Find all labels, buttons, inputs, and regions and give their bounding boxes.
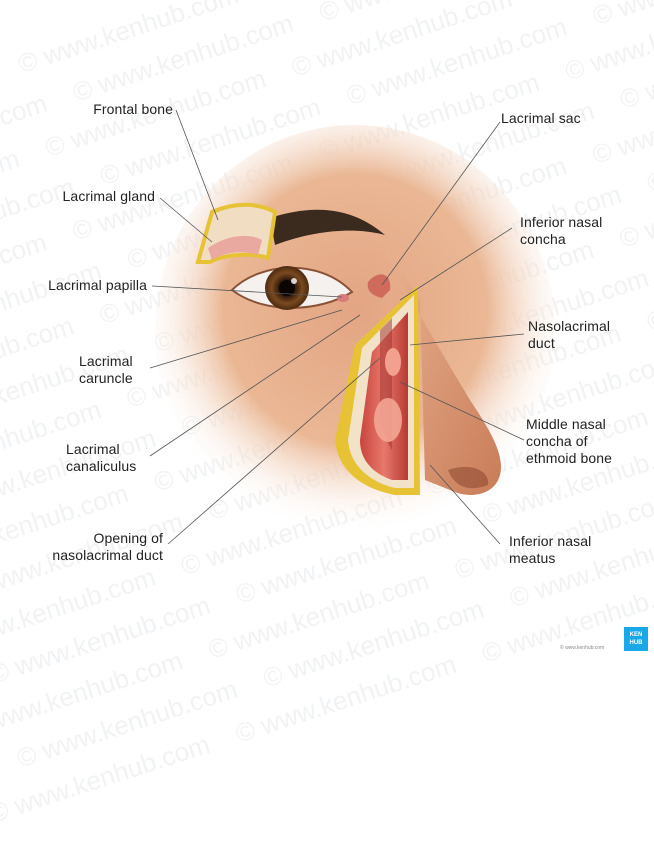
eye-highlight: [291, 278, 297, 284]
label-inferior-nasal-meatus: Inferior nasal meatus: [509, 533, 649, 567]
label-middle-nasal-concha: Middle nasal concha of ethmoid bone: [526, 416, 652, 467]
middle-concha-shape: [374, 398, 402, 442]
label-lacrimal-sac: Lacrimal sac: [501, 110, 641, 127]
label-lacrimal-papilla: Lacrimal papilla: [10, 277, 147, 294]
diagram-stage: © www.kenhub.com © www.kenhub.com © www.…: [0, 0, 654, 661]
copyright-text: © www.kenhub.com: [560, 645, 604, 651]
inferior-concha-shape: [385, 348, 401, 376]
label-lacrimal-canaliculus: Lacrimal canaliculus: [66, 441, 166, 475]
label-frontal-bone: Frontal bone: [40, 101, 173, 118]
label-nasolacrimal-duct: Nasolacrimal duct: [528, 318, 652, 352]
leader-frontal-bone: [176, 110, 218, 220]
caruncle-shape: [337, 294, 349, 302]
kenhub-logo[interactable]: KEN HUB: [624, 627, 648, 651]
label-lacrimal-gland: Lacrimal gland: [20, 188, 155, 205]
label-inferior-nasal-concha: Inferior nasal concha: [520, 214, 650, 248]
label-lacrimal-caruncle: Lacrimal caruncle: [79, 353, 179, 387]
frontal-bone-section: [198, 205, 275, 262]
label-opening-of-nasolacrimal-duct: Opening of nasolacrimal duct: [20, 530, 163, 564]
